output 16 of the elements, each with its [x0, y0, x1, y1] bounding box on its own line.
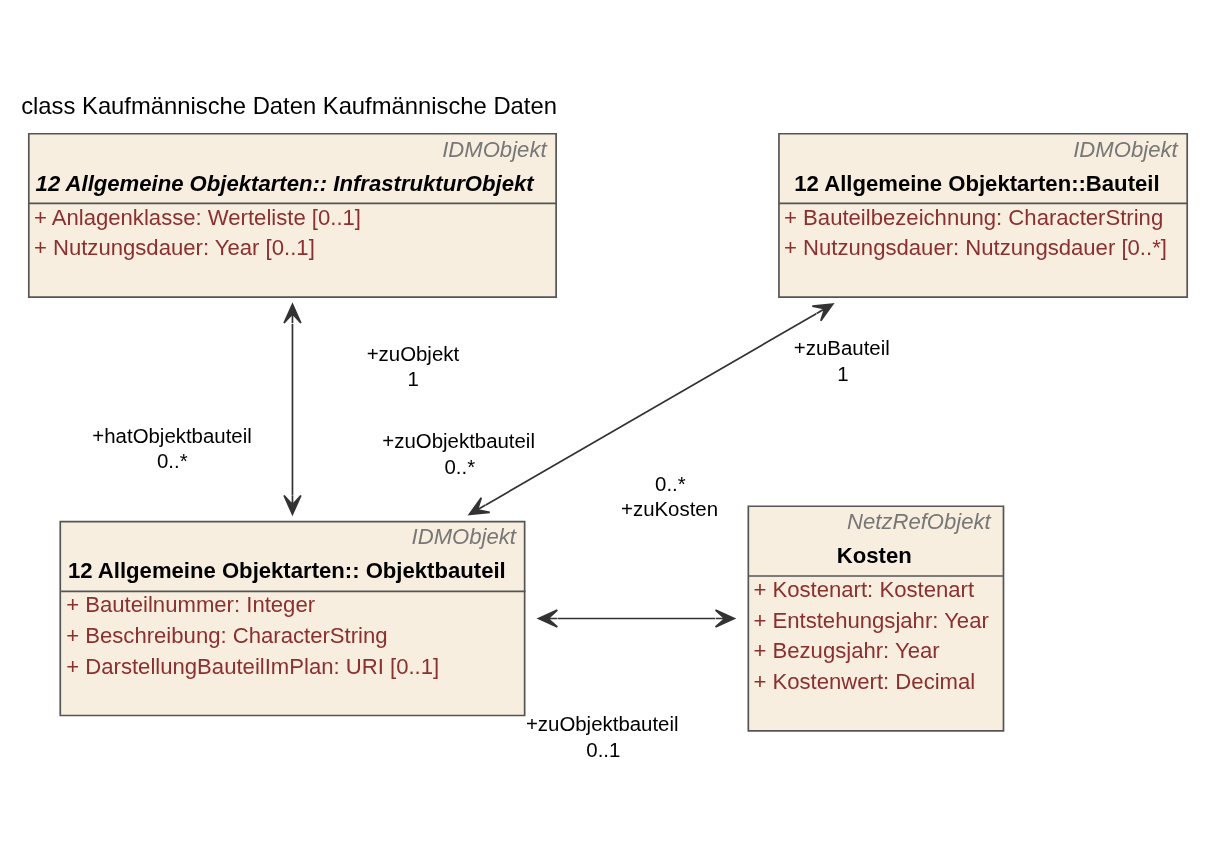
label: +zuObjekt [366, 342, 460, 365]
label: 0..* [444, 455, 476, 478]
label: 0..1 [586, 738, 621, 761]
label: 0..* [655, 472, 686, 495]
arrow [283, 302, 302, 515]
label: 1 [837, 362, 849, 385]
arrow [468, 302, 834, 515]
label: 0..* [156, 449, 188, 472]
label: +hatObjektbauteil [92, 424, 252, 447]
arrow [537, 608, 736, 628]
label: +zuBauteil [793, 336, 890, 359]
diagram-title: class Kaufmännische Daten Kaufmännische Daten [21, 91, 557, 119]
label: +zuObjektbauteil [382, 429, 535, 452]
label: +zuKosten [621, 497, 719, 520]
label: +zuObjektbauteil [525, 712, 679, 735]
label: 1 [407, 367, 419, 390]
